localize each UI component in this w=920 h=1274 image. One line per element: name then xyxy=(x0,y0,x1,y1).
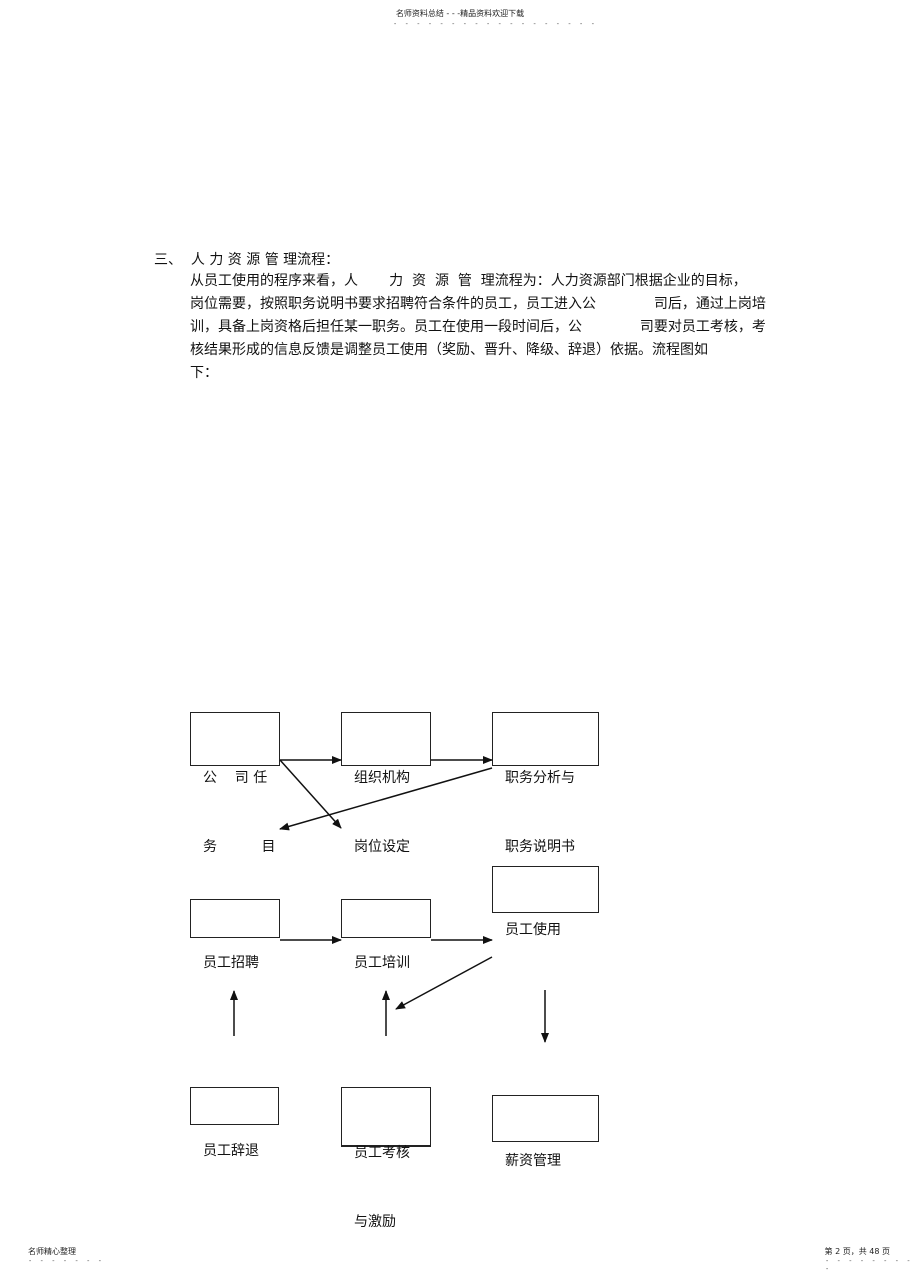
box-appraisal-line-1: 员工考核 xyxy=(354,1145,410,1161)
page-header: 名师资料总结 - - -精品资料欢迎下载 xyxy=(395,9,525,18)
box-training: 员工培训 xyxy=(341,899,431,971)
box-org-structure-line-1: 组织机构 xyxy=(354,770,410,786)
footer-page-number: 第 2 页，共 48 页 xyxy=(824,1247,890,1256)
arrow-job-to-recruitment xyxy=(279,767,493,831)
box-appraisal: 员工考核 与激励 xyxy=(341,1087,431,1230)
box-salary-line-1: 薪资管理 xyxy=(505,1153,561,1169)
section-title: 三、 人 力 资 源 管 理流程： xyxy=(154,252,340,268)
box-appraisal-line-2: 与激励 xyxy=(354,1214,396,1230)
footer-dots-left: - - - - - - - xyxy=(28,1257,104,1265)
paragraph-line-4: 核结果形成的信息反馈是调整员工使用（奖励、晋升、降级、辞退）依据。流程图如 xyxy=(190,342,708,358)
box-org-structure-line-2: 岗位设定 xyxy=(354,839,410,855)
box-dismissal-line-1: 员工辞退 xyxy=(203,1143,259,1159)
footer-dots-right: - - - - - - - - - xyxy=(825,1257,913,1273)
box-company-tasks-line-1: 公 司 任 xyxy=(203,770,268,786)
box-job-analysis: 职务分析与 职务说明书 xyxy=(492,712,599,855)
arrow-company-to-training xyxy=(279,759,342,829)
box-company-tasks: 公 司 任 务 目 xyxy=(190,712,280,855)
paragraph-line-2: 岗位需要，按照职务说明书要求招聘符合条件的员工，员工进入公 司后，通过上岗培 xyxy=(190,296,766,312)
box-org-structure: 组织机构 岗位设定 xyxy=(341,712,431,855)
arrow-use-to-appraisal xyxy=(395,956,493,1010)
box-employee-use: 员工使用 xyxy=(492,866,599,938)
box-employee-use-line-1: 员工使用 xyxy=(505,922,561,938)
box-dismissal: 员工辞退 xyxy=(190,1087,279,1159)
box-training-line-1: 员工培训 xyxy=(354,955,410,971)
paragraph-line-1: 从员工使用的程序来看，人 力 资 源 管 理流程为：人力资源部门根据企业的目标， xyxy=(190,273,747,289)
footer-left: 名师精心整理 xyxy=(28,1247,76,1256)
paragraph-line-5: 下： xyxy=(190,365,218,381)
box-recruitment: 员工招聘 xyxy=(190,899,280,971)
header-dots: - - - - - - - - - - - - - - - - - - xyxy=(393,20,597,28)
box-job-analysis-line-1: 职务分析与 xyxy=(505,770,575,786)
box-recruitment-line-1: 员工招聘 xyxy=(203,955,259,971)
box-salary: 薪资管理 xyxy=(492,1095,599,1169)
box-job-analysis-line-2: 职务说明书 xyxy=(505,839,575,855)
box-company-tasks-line-2: 务 目 xyxy=(203,839,276,855)
paragraph-line-3: 训，具备上岗资格后担任某一职务。员工在使用一段时间后，公 司要对员工考核，考 xyxy=(190,319,766,335)
